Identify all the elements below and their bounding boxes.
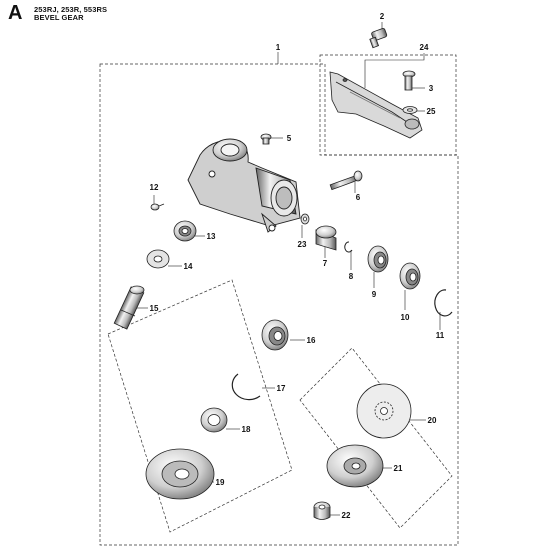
- part-17-circlip: [231, 373, 261, 401]
- part-7-gear: [315, 225, 337, 251]
- lower-right-group-frame: [299, 347, 453, 529]
- callout-label-7: 7: [323, 259, 328, 268]
- part-3-screw: [402, 70, 416, 91]
- part-5-screw: [260, 133, 272, 145]
- part-24-cover: [329, 71, 423, 139]
- callout-label-11: 11: [436, 331, 445, 340]
- part-21-cup: [326, 444, 384, 488]
- model-list: 253RJ, 253R, 553RS: [34, 5, 108, 14]
- part-20-disc: [356, 383, 412, 439]
- part-6-bolt: [329, 170, 363, 191]
- callout-label-14: 14: [184, 262, 193, 271]
- part-8-circlip: [344, 241, 353, 253]
- part-14-washer: [146, 249, 170, 269]
- part-23-washer: [300, 213, 310, 225]
- callout-label-24: 24: [420, 43, 429, 52]
- part-12-screw: [150, 203, 165, 211]
- part-19-flange: [145, 448, 215, 500]
- callout-label-17: 17: [277, 384, 286, 393]
- part-18-seal: [200, 407, 228, 433]
- diagram-title: BEVEL GEAR: [34, 13, 84, 22]
- callout-label-10: 10: [401, 313, 410, 322]
- callout-label-25: 25: [427, 107, 436, 116]
- main-group-frame: [99, 63, 459, 546]
- callout-label-13: 13: [207, 232, 216, 241]
- callout-label-9: 9: [372, 290, 377, 299]
- section-letter: A: [8, 2, 23, 24]
- part-2-bolt: [369, 28, 388, 49]
- bevel-gear-housing: [187, 138, 301, 233]
- part-22-nut: [313, 501, 331, 520]
- leader-24: [364, 53, 425, 88]
- part-15-shaft: [113, 285, 145, 330]
- callout-label-22: 22: [342, 511, 351, 520]
- callout-label-20: 20: [428, 416, 437, 425]
- callout-label-2: 2: [380, 12, 385, 21]
- callout-label-3: 3: [429, 84, 434, 93]
- callout-label-23: 23: [298, 240, 307, 249]
- callout-label-12: 12: [150, 183, 159, 192]
- cover-group-frame: [319, 54, 457, 156]
- callout-label-18: 18: [242, 425, 251, 434]
- callout-label-15: 15: [150, 304, 159, 313]
- callout-label-21: 21: [394, 464, 403, 473]
- part-11-circlip: [434, 289, 453, 317]
- callout-label-19: 19: [216, 478, 225, 487]
- callout-label-8: 8: [349, 272, 354, 281]
- part-13-bearing: [173, 220, 197, 242]
- callout-label-1: 1: [276, 43, 281, 52]
- callout-label-5: 5: [287, 134, 292, 143]
- part-9-bearing: [367, 245, 389, 273]
- callout-label-16: 16: [307, 336, 316, 345]
- part-25-washer: [402, 106, 418, 114]
- part-16-bearing: [261, 319, 289, 351]
- callout-label-6: 6: [356, 193, 361, 202]
- part-10-bearing: [399, 262, 421, 290]
